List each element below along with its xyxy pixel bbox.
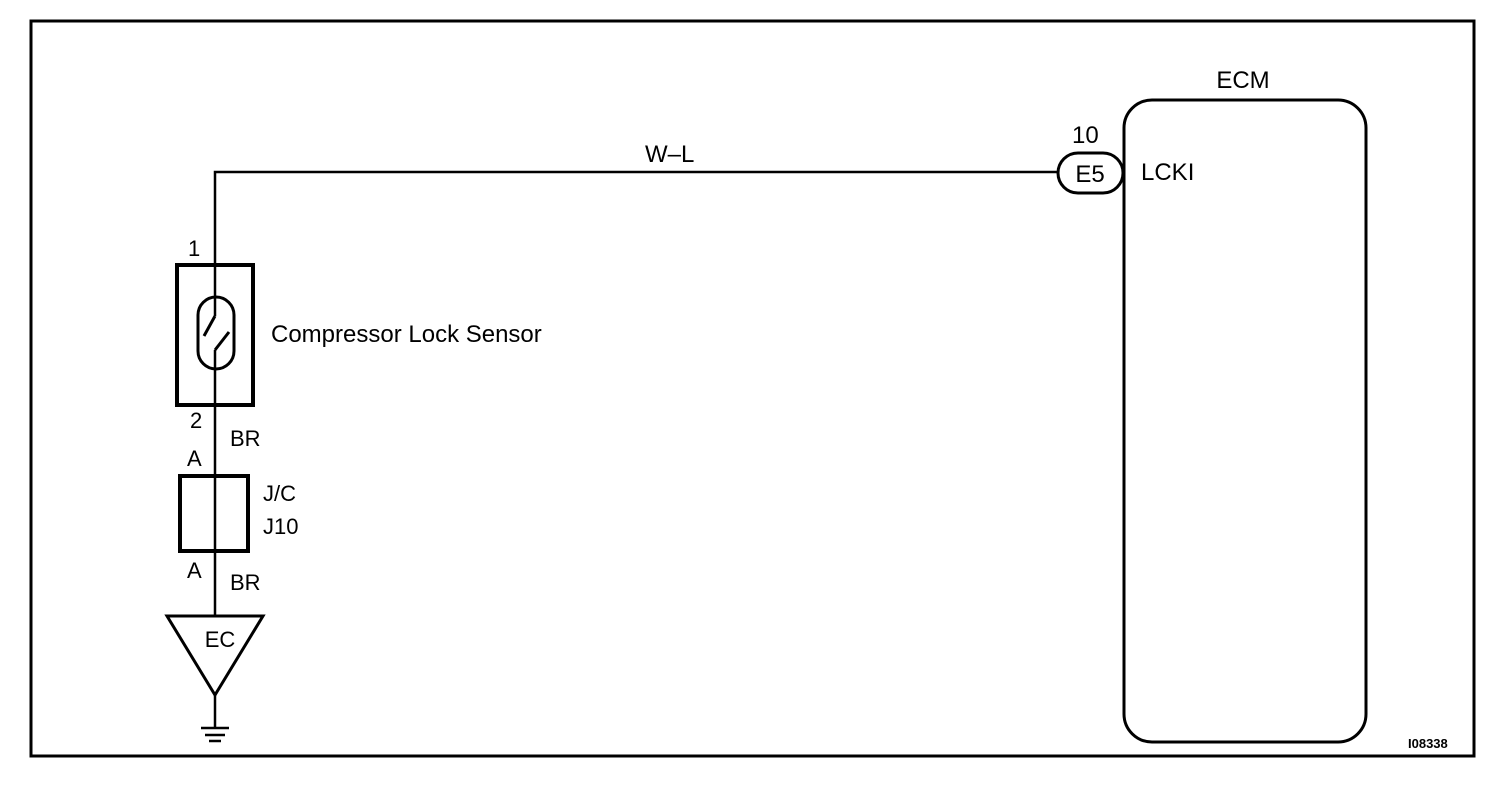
wire-br-upper-label: BR: [230, 426, 261, 451]
ground-point-label: EC: [205, 627, 236, 652]
figure-code: I08338: [1408, 736, 1448, 751]
ecm-box: [1122, 98, 1368, 744]
diagram-frame: [29, 19, 1476, 758]
wire-w-l-label: W–L: [645, 141, 694, 168]
wire-br-lower-label: BR: [230, 570, 261, 595]
sensor-pin-top: 1: [188, 236, 200, 261]
ecm-connector-pin: 10: [1072, 122, 1099, 149]
ecm-connector-id: E5: [1075, 161, 1104, 188]
sensor-name: Compressor Lock Sensor: [271, 321, 542, 348]
sensor-pin-bottom: 2: [190, 408, 202, 433]
ground-point-triangle: [164, 614, 266, 698]
ground-icon: [201, 726, 229, 743]
junction-terminal-in: A: [187, 446, 202, 471]
sensor-contact-upper: [202, 315, 217, 337]
ecm-terminal-name: LCKI: [1141, 159, 1194, 186]
junction-terminal-out: A: [187, 558, 202, 583]
junction-name: J/C: [263, 481, 296, 506]
ecm-title: ECM: [1216, 67, 1269, 94]
wire-w-l: [213, 170, 1058, 264]
sensor-contact-lower: [213, 331, 231, 351]
junction-id: J10: [263, 514, 298, 539]
